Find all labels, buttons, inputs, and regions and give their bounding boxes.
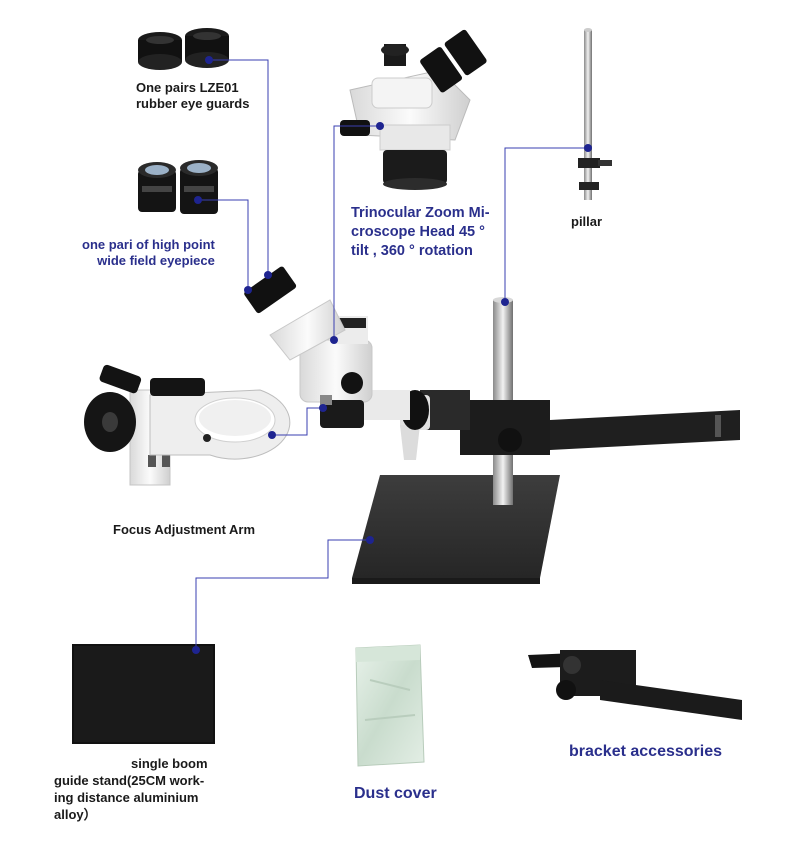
callout-dot bbox=[192, 646, 200, 654]
label-line: ing distance aluminium bbox=[54, 789, 199, 805]
callout-line-focus-arm bbox=[272, 407, 323, 436]
callout-dot bbox=[264, 271, 272, 279]
bracket-image bbox=[528, 650, 742, 720]
focus-arm-image bbox=[84, 364, 291, 486]
callout-dot bbox=[319, 404, 327, 412]
callout-dot bbox=[501, 298, 509, 306]
callout-line-pillar bbox=[504, 147, 588, 302]
base-plate-image bbox=[72, 644, 215, 744]
label-eye-guards: One pairs LZE01 rubber eye guards bbox=[136, 80, 249, 113]
pillar-image bbox=[578, 28, 612, 200]
callout-dot bbox=[584, 144, 592, 152]
label-line: one pari of high point bbox=[82, 237, 215, 252]
label-dust-cover: Dust cover bbox=[354, 785, 437, 802]
label-line: One pairs LZE01 bbox=[136, 80, 239, 95]
dust-cover-image bbox=[355, 644, 425, 767]
callout-dots bbox=[192, 56, 592, 654]
label-line: croscope Head 45 ° bbox=[351, 223, 485, 240]
callout-line-stand bbox=[195, 539, 370, 650]
label-head: Trinocular Zoom Mi- croscope Head 45 ° t… bbox=[351, 204, 490, 261]
callout-dot bbox=[194, 196, 202, 204]
label-stand: single boom guide stand(25CM work- ing d… bbox=[54, 756, 208, 824]
assembled-microscope-image bbox=[244, 266, 740, 584]
callout-line-eye-guards bbox=[209, 59, 269, 275]
label-line: wide field eyepiece bbox=[97, 253, 215, 269]
label-line: single boom bbox=[131, 756, 208, 771]
eyepieces-image bbox=[138, 160, 218, 214]
label-pillar: pillar bbox=[571, 214, 603, 229]
callout-dot bbox=[205, 56, 213, 64]
label-line: tilt , 360 ° rotation bbox=[351, 242, 473, 259]
label-eyepiece: one pari of high point wide field eyepie… bbox=[82, 237, 215, 270]
callout-lines bbox=[195, 59, 588, 650]
callout-line-eyepiece bbox=[198, 199, 249, 290]
label-line: Trinocular Zoom Mi- bbox=[351, 205, 490, 221]
callout-line-head bbox=[333, 125, 380, 340]
trinocular-head-image bbox=[340, 29, 487, 190]
callout-dot bbox=[244, 286, 252, 294]
label-bracket: bracket accessories bbox=[569, 743, 722, 760]
callout-dot bbox=[330, 336, 338, 344]
callout-dot bbox=[376, 122, 384, 130]
label-line: alloy） bbox=[54, 806, 97, 822]
label-line: rubber eye guards bbox=[136, 96, 250, 112]
label-line: guide stand(25CM work- bbox=[54, 772, 205, 788]
callout-dot bbox=[366, 536, 374, 544]
callout-dot bbox=[268, 431, 276, 439]
eye-guards-image bbox=[138, 28, 229, 70]
label-focus-arm: Focus Adjustment Arm bbox=[113, 522, 256, 537]
